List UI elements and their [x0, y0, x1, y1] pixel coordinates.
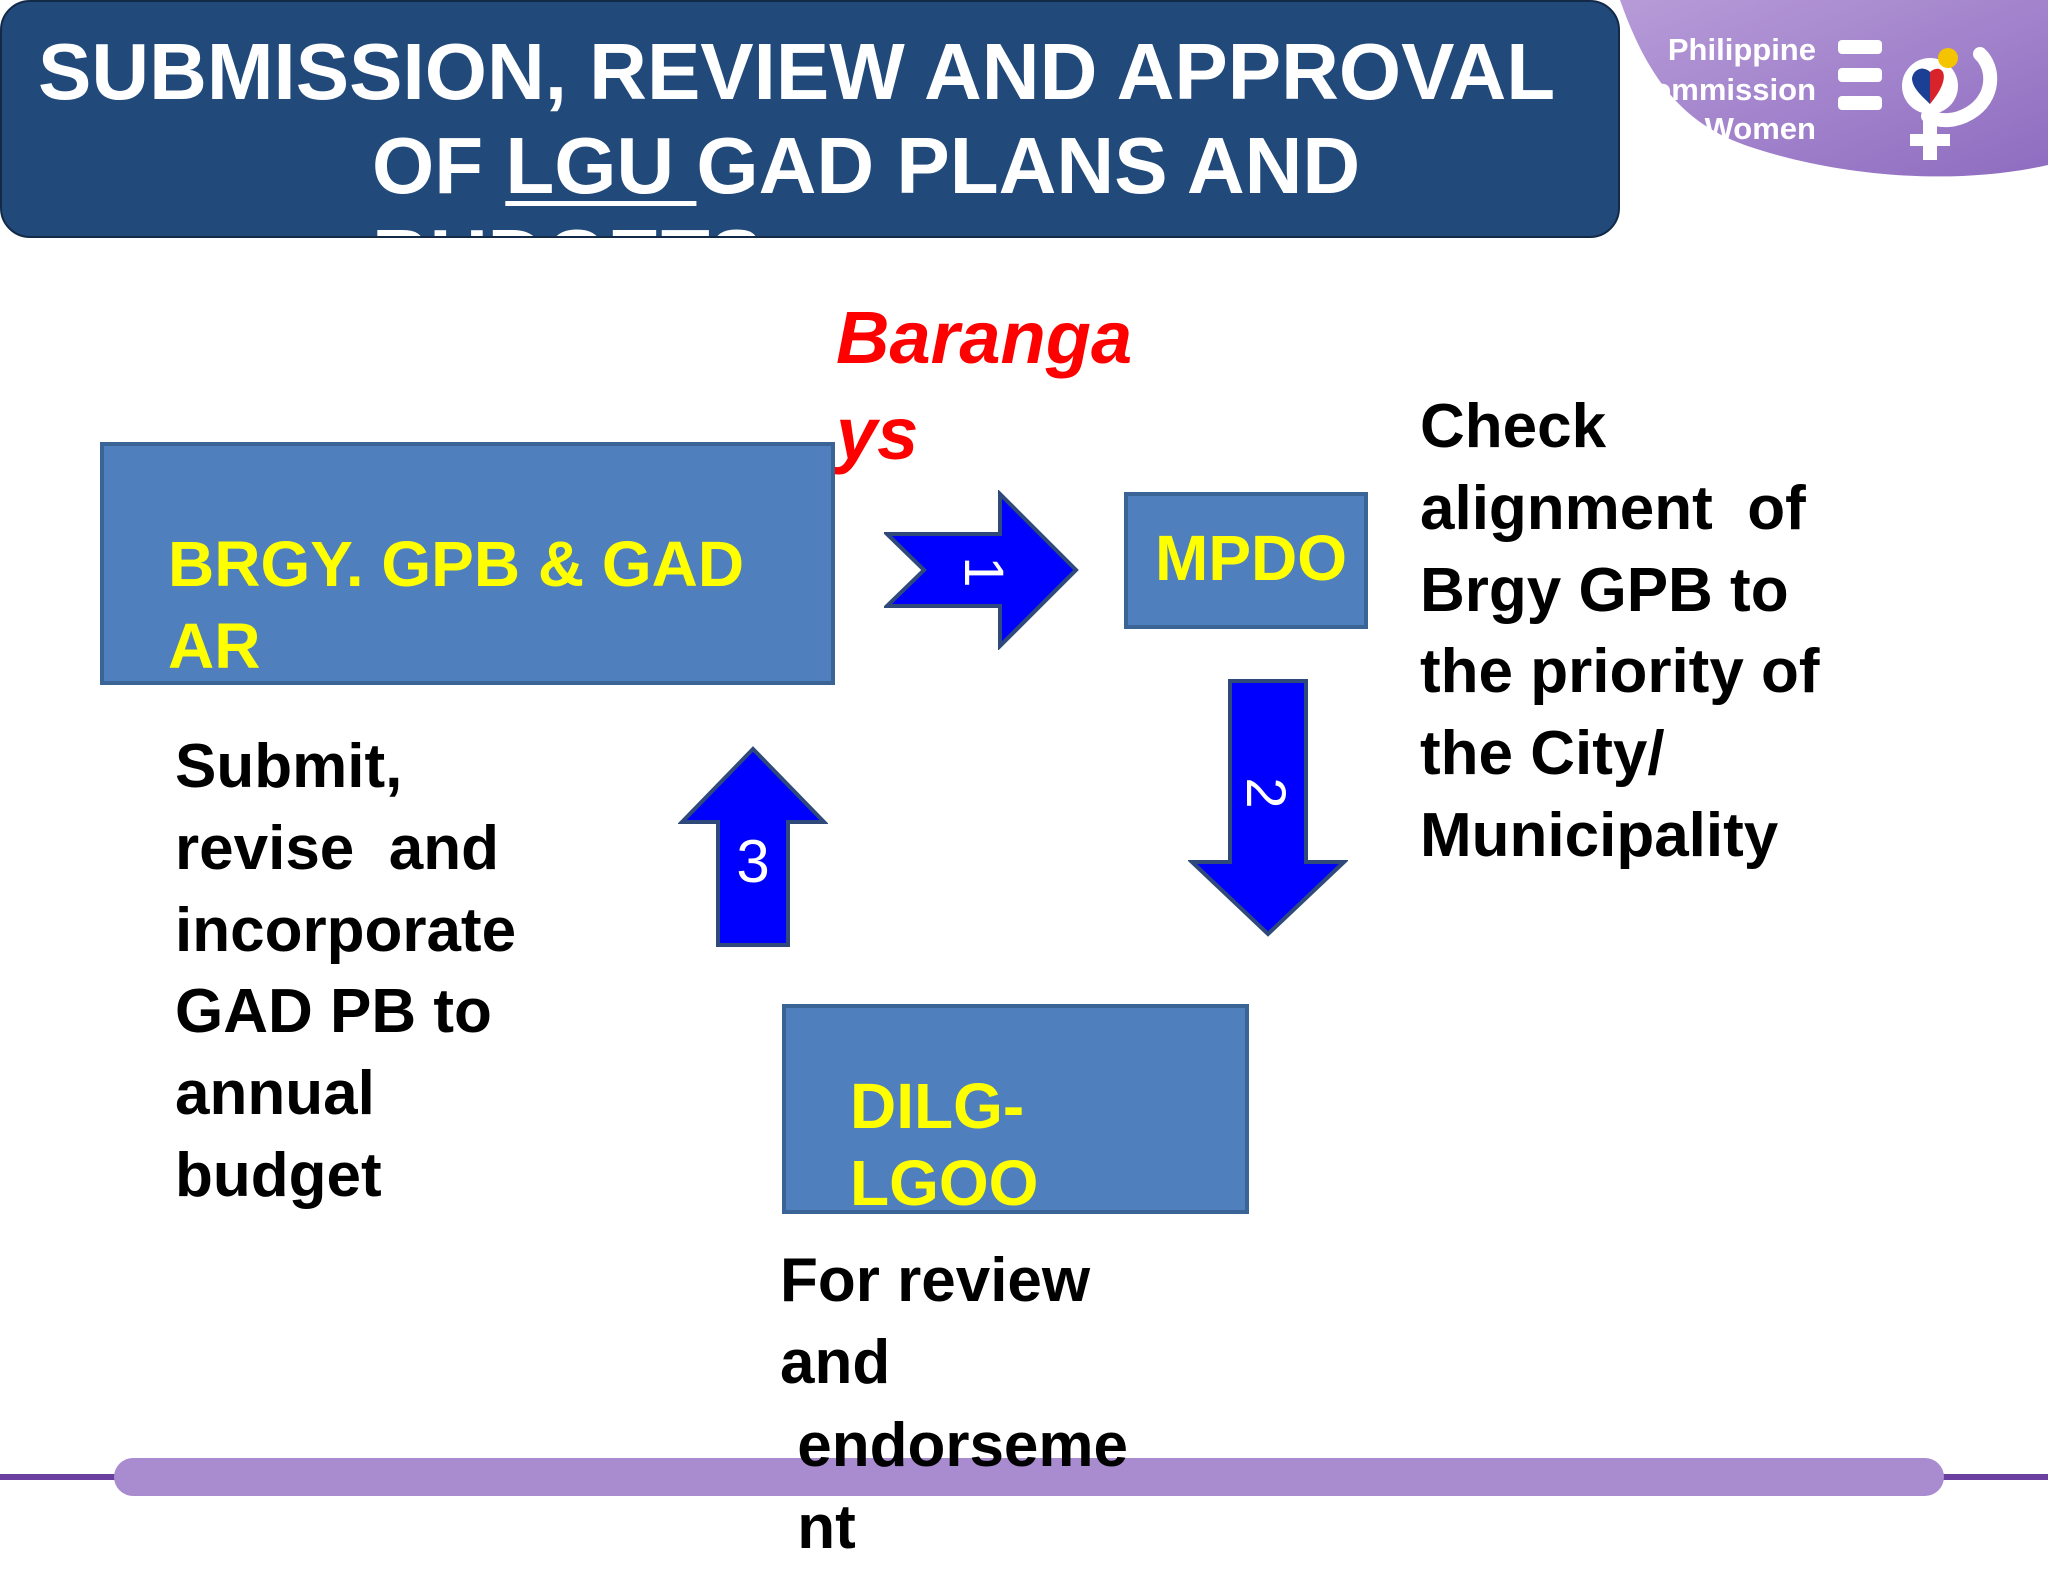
arrow-1-right — [884, 490, 1079, 650]
review-endorsement-text: For review and endorseme nt — [780, 1246, 1129, 1563]
arrow-2-down — [1188, 679, 1348, 937]
pcw-logo-text: Philippine Commission on Women — [1629, 32, 1816, 147]
brgy-box-label: BRGY. GPB & GAD AR — [168, 528, 745, 682]
slide-title-line-2: OF LGU GAD PLANS AND — [372, 121, 1361, 210]
pcw-header-wave — [1620, 0, 2048, 177]
arrow-2-label: 2 — [1235, 777, 1299, 809]
pcw-emblem-icon — [1838, 40, 1998, 160]
check-alignment-text: Check alignment of Brgy GPB to the prior… — [1420, 392, 1820, 871]
mpdo-label: MPDO — [1155, 522, 1347, 594]
arrow-3-label: 3 — [736, 827, 770, 895]
dilg-lgoo-box — [782, 1004, 1249, 1214]
slide-title-line-3: BUDGETS — [372, 218, 763, 237]
slide-title-line-1: SUBMISSION, REVIEW AND APPROVAL — [38, 27, 1556, 116]
lgu-underlined-word: LGU — [505, 121, 697, 210]
submit-revise-text: Submit, revise and incorporate GAD PB to… — [175, 732, 517, 1211]
footer-bar — [0, 1458, 2048, 1496]
dilg-box-label: DILG- LGOO — [850, 1070, 1039, 1219]
mpdo-box — [1124, 492, 1368, 629]
title-banner: SUBMISSION, REVIEW AND APPROVAL OF LGU G… — [0, 0, 1620, 238]
brgy-gpb-gad-ar-box — [100, 442, 835, 685]
arrow-3-up — [678, 746, 828, 947]
barangays-label: Baranga ys — [836, 296, 1133, 476]
arrow-1-label: 1 — [953, 556, 1017, 588]
